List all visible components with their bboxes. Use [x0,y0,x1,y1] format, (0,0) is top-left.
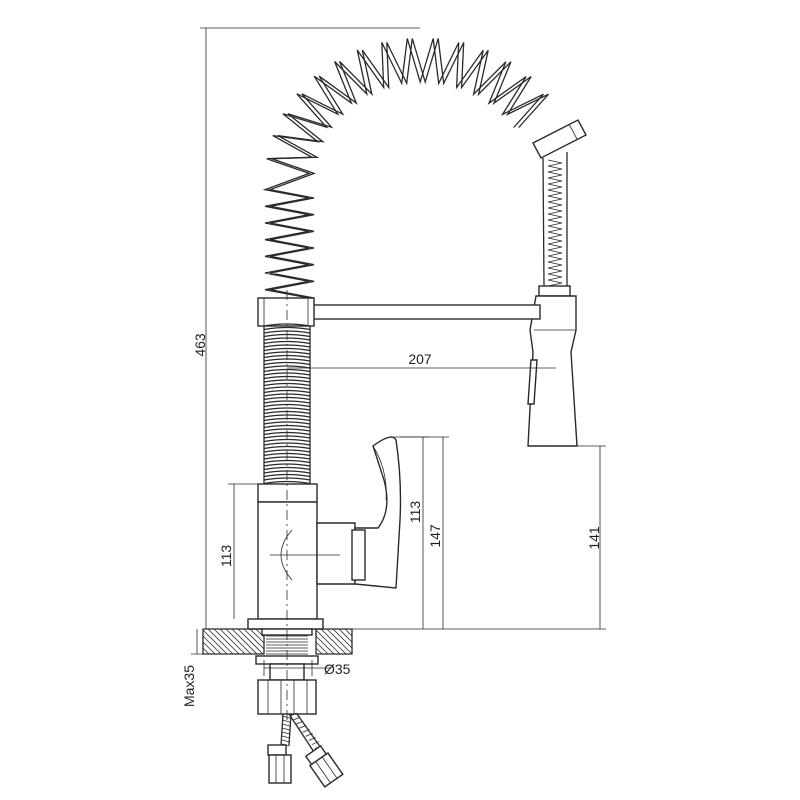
lever-span-label: 147 [427,524,443,548]
countertop-section [202,618,353,655]
lever-handle-icon [351,436,402,589]
counter-thickness-label: Max35 [181,665,197,707]
spray-head-icon [527,119,587,447]
spray-clearance-label: 141 [586,526,602,550]
lever-height-label: 113 [407,501,423,524]
base-height-label: 113 [218,545,234,568]
faucet-body [257,483,356,620]
dimension-lines [191,27,606,720]
supply-hose-icon [267,712,344,788]
hole-diameter-label: Ø35 [324,661,351,677]
spring-coil-icon [262,38,549,299]
total-height-label: 463 [192,333,208,357]
spout-reach-label: 207 [408,351,432,367]
spout-arm [257,297,541,327]
